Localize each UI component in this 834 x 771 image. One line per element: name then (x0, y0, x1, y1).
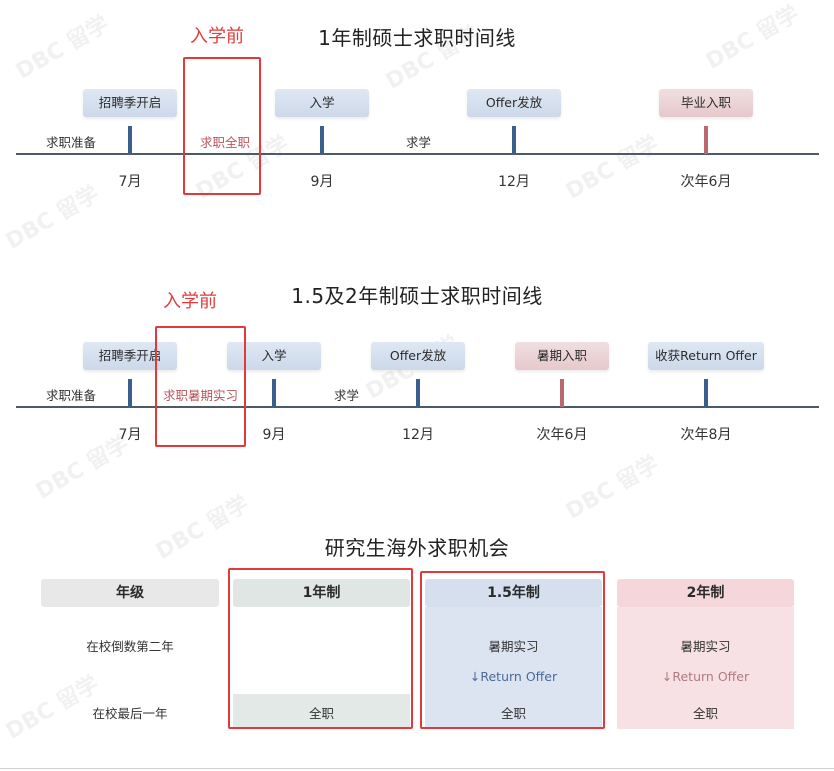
timeline-tick (704, 126, 708, 154)
column-header-1-5-year: 1.5年制 (425, 579, 602, 607)
phase-label: 求学 (334, 388, 360, 403)
bottom-divider (0, 768, 834, 769)
timeline-2-title: 1.5及2年制硕士求职时间线 (291, 284, 543, 308)
milestone-pill: Offer发放 (371, 342, 465, 370)
table-title: 研究生海外求职机会 (324, 536, 510, 560)
column-1-year-fulltime-bg (233, 694, 410, 728)
month-label: 次年6月 (680, 174, 732, 190)
milestone-pill: Offer发放 (467, 89, 561, 117)
highlight-box (420, 571, 605, 729)
timeline-tick (320, 126, 324, 154)
month-label: 9月 (310, 174, 334, 190)
cell-1-5-year-second: 暑期实习 (488, 639, 539, 654)
phase-label: 求职准备 (46, 388, 97, 403)
column-1-5-year-body (425, 607, 602, 729)
milestone-pill: 入学 (275, 89, 369, 117)
milestone-pill: 收获Return Offer (648, 342, 764, 370)
watermark: DBC 留学 (1, 181, 104, 255)
month-label: 7月 (118, 174, 142, 190)
milestone-pill: 暑期入职 (515, 342, 609, 370)
highlight-box (155, 326, 246, 447)
highlight-box (183, 57, 261, 195)
month-label: 12月 (402, 427, 434, 443)
month-label: 次年8月 (680, 427, 732, 443)
watermark: DBC 留学 (561, 451, 664, 525)
month-label: 7月 (118, 427, 142, 443)
column-header-1-year: 1年制 (233, 579, 410, 607)
timeline-2-annotation: 入学前 (163, 291, 217, 312)
timeline-tick (512, 126, 516, 154)
phase-label: 求职全职 (200, 135, 251, 150)
month-label: 9月 (262, 427, 286, 443)
column-header-grade: 年级 (41, 579, 219, 607)
month-label: 次年6月 (536, 427, 588, 443)
timeline-tick (272, 379, 276, 407)
cell-2-year-second: 暑期实习 (680, 639, 731, 654)
row-label: 在校倒数第二年 (86, 639, 174, 654)
column-header-2-year: 2年制 (617, 579, 794, 607)
row-label: 在校最后一年 (92, 706, 168, 721)
watermark: DBC 留学 (561, 131, 664, 205)
timeline-tick (704, 379, 708, 407)
timeline-tick (560, 379, 564, 407)
timeline-tick (128, 379, 132, 407)
milestone-pill: 招聘季开启 (83, 342, 177, 370)
phase-label: 求职暑期实习 (163, 388, 239, 403)
timeline-tick (128, 126, 132, 154)
phase-label: 求职准备 (46, 135, 97, 150)
cell-2-year-last: 全职 (692, 706, 718, 721)
cell-1-5-year-last: 全职 (500, 706, 526, 721)
highlight-box (228, 568, 413, 729)
timeline-1-title: 1年制硕士求职时间线 (318, 26, 516, 50)
timeline-axis (16, 153, 819, 155)
timeline-tick (416, 379, 420, 407)
milestone-pill: 招聘季开启 (83, 89, 177, 117)
month-label: 12月 (498, 174, 530, 190)
cell-1-5-year-return: ↓Return Offer (469, 669, 558, 684)
cell-1-year-last: 全职 (308, 706, 334, 721)
column-2-year-body (617, 607, 794, 729)
timeline-axis (16, 406, 819, 408)
milestone-pill: 毕业入职 (659, 89, 753, 117)
cell-2-year-return: ↓Return Offer (661, 669, 750, 684)
phase-label: 求学 (406, 135, 432, 150)
milestone-pill: 入学 (227, 342, 321, 370)
timeline-1-annotation: 入学前 (190, 26, 244, 47)
